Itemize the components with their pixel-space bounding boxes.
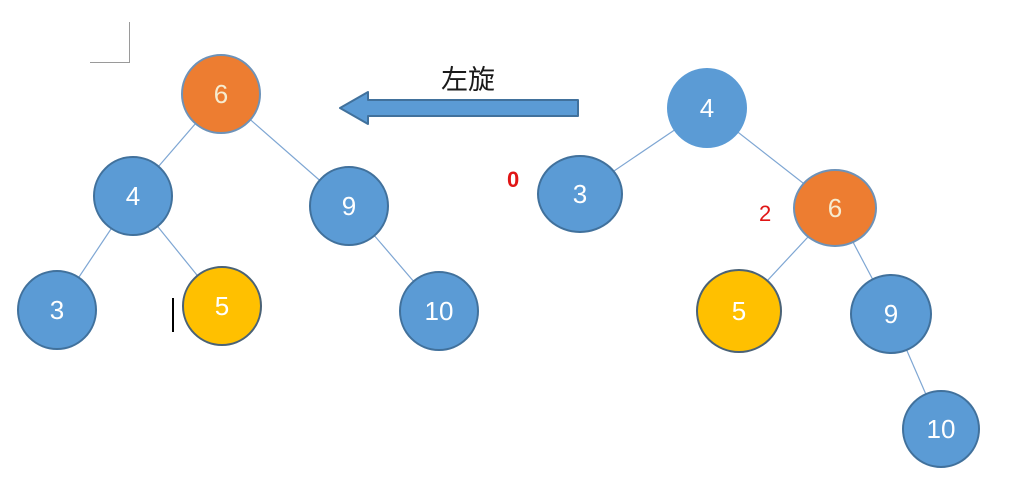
- node-value: 10: [424, 295, 454, 326]
- node-value: 4: [699, 92, 715, 123]
- left-tree-node-10: 10: [399, 271, 479, 351]
- text-cursor: [172, 298, 174, 332]
- left-tree-node-9: 9: [309, 166, 389, 246]
- node-value: 5: [731, 295, 747, 326]
- right-tree-node-6: 6: [793, 169, 877, 247]
- node-value: 3: [49, 294, 65, 325]
- node-value: 6: [213, 78, 229, 109]
- right-tree-node-5: 5: [696, 269, 782, 353]
- textbox-corner-mark: [90, 22, 130, 63]
- rotation-label: 左旋: [441, 65, 495, 95]
- node-value: 4: [125, 180, 141, 211]
- node-value: 9: [341, 190, 357, 221]
- left-tree-node-6: 6: [181, 54, 261, 134]
- node-value: 3: [572, 178, 588, 209]
- node-value: 5: [214, 290, 230, 321]
- right-tree-node-4: 4: [667, 68, 747, 148]
- node-value: 6: [827, 192, 843, 223]
- left-tree-node-5: 5: [182, 266, 262, 346]
- annotation-balance-2: 2: [759, 201, 772, 226]
- left-tree-node-3: 3: [17, 270, 97, 350]
- right-tree-node-9: 9: [850, 274, 932, 354]
- annotation-balance-0: 0: [507, 167, 520, 192]
- node-value: 10: [926, 413, 956, 444]
- node-value: 9: [883, 298, 899, 329]
- left-tree-node-4: 4: [93, 156, 173, 236]
- right-tree-node-10: 10: [902, 390, 980, 468]
- left-rotation-arrow-icon: [339, 91, 579, 125]
- right-tree-node-3: 3: [537, 155, 623, 233]
